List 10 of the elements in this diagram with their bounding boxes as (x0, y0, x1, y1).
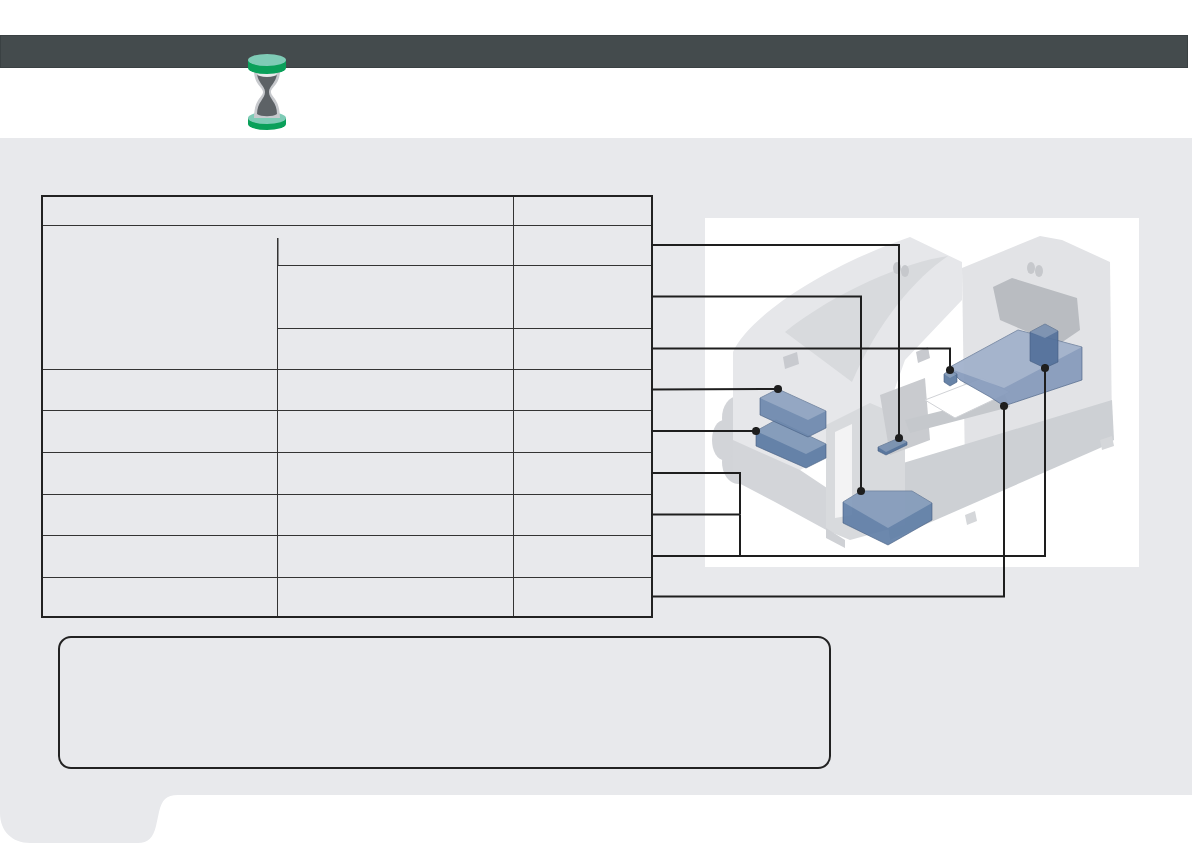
table-cell (513, 328, 651, 369)
table-cell (513, 494, 651, 535)
table-cell (513, 535, 651, 577)
table-cell (513, 265, 651, 328)
leader-line (650, 555, 741, 557)
table-cell (513, 452, 651, 494)
table-cell (513, 225, 651, 265)
table-cell (513, 577, 651, 616)
table-cell (513, 369, 651, 410)
table-cell (513, 410, 651, 452)
